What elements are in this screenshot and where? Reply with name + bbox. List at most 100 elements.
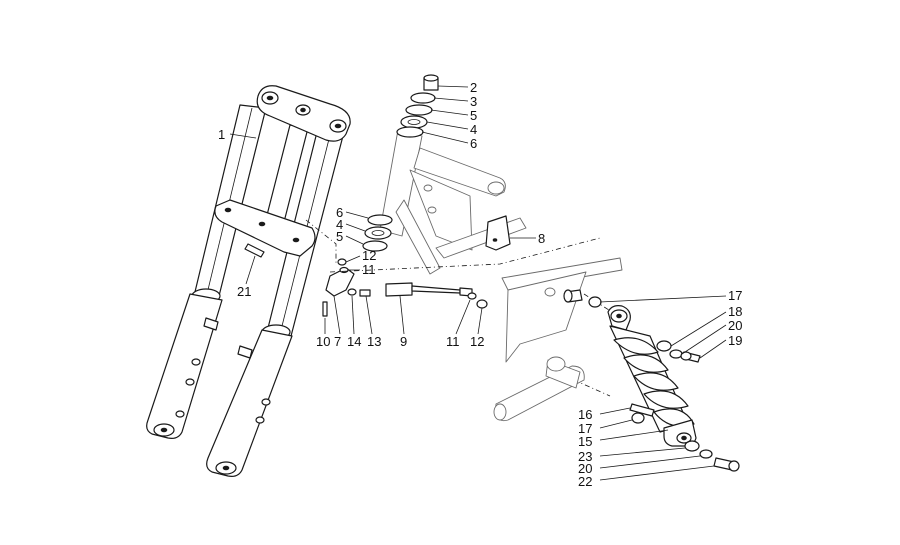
callout-10: 10 <box>316 334 330 349</box>
leader-12b <box>477 307 483 335</box>
callout-12-upper: 12 <box>362 248 376 263</box>
leader-3 <box>433 97 469 102</box>
shock-spring-coil-2 <box>623 354 669 373</box>
callout-1: 1 <box>218 127 225 142</box>
callout-9: 9 <box>400 334 407 349</box>
leader-5b <box>345 235 364 245</box>
fork-bottom-clamp-hole-1 <box>224 207 232 213</box>
callout-2: 2 <box>470 80 477 95</box>
part-8-bracket-hole <box>492 238 498 242</box>
leader-13 <box>365 295 373 335</box>
part-4-bearing-lower-inner <box>371 230 385 236</box>
callout-6-lower: 6 <box>336 205 343 220</box>
callout-20-top: 20 <box>728 318 742 333</box>
leader-7 <box>333 295 341 335</box>
callout-19: 19 <box>728 333 742 348</box>
frame-down-tube <box>395 199 441 275</box>
rear-frame-hole <box>544 287 556 297</box>
leader-21 <box>245 255 256 285</box>
frame-ghost <box>379 129 527 275</box>
part-15-shock-absorber <box>607 305 697 447</box>
leader-12a <box>345 255 361 263</box>
part-20-washer-top <box>669 349 683 359</box>
part-23-washer <box>684 440 700 452</box>
callout-5-upper: 5 <box>470 108 477 123</box>
part-8-damper-bracket <box>485 215 511 251</box>
part-17-washer-top <box>588 296 602 308</box>
part-19-bolt-head <box>680 351 692 361</box>
assembly-line-stem <box>305 219 337 264</box>
callout-22: 22 <box>578 474 592 489</box>
shock-spring-coil-4 <box>643 390 689 409</box>
leader-6a <box>421 131 469 144</box>
callout-23: 23 <box>578 449 592 464</box>
leader-2 <box>437 85 469 88</box>
callout-17-top: 17 <box>728 288 742 303</box>
callout-15: 15 <box>578 434 592 449</box>
part-9-damper-body <box>385 282 413 297</box>
callout-6-upper: 6 <box>470 136 477 151</box>
leader-20b <box>599 455 701 469</box>
leader-4a <box>426 121 469 130</box>
leader-6b <box>345 211 369 219</box>
callout-8: 8 <box>538 231 545 246</box>
leader-22 <box>599 465 715 481</box>
part-12-nut-upper <box>337 258 347 266</box>
part-14-washer <box>347 288 357 296</box>
fork-bottom-clamp-hole-3 <box>292 237 300 243</box>
leader-23 <box>599 447 686 457</box>
fork-caliper-boss-left-3 <box>175 410 185 418</box>
frame-mount-hole-2 <box>427 206 437 214</box>
part-21-pin <box>244 243 265 258</box>
fork-caliper-boss-left-1 <box>191 358 201 366</box>
part-18-washer <box>656 340 672 352</box>
shock-bottom-bushing-hole <box>681 435 687 441</box>
frame-mount-hole-1 <box>423 184 433 192</box>
leader-20a <box>681 324 727 355</box>
fork-fender-mount-right <box>237 345 253 359</box>
rear-swingarm-end <box>493 403 507 421</box>
steering-damper-group <box>322 258 488 317</box>
fork-slider-left <box>146 293 223 439</box>
leader-17a <box>599 295 727 303</box>
fork-slider-right <box>206 329 293 477</box>
upper-bearing-stack <box>396 74 439 138</box>
leader-18 <box>670 311 727 347</box>
part-10-screw <box>322 301 328 317</box>
fork-top-clamp-hole-mid <box>300 107 306 113</box>
part-22-bolt-head <box>728 460 740 472</box>
rear-swingarm-pivot <box>546 356 566 372</box>
fork-top-clamp-hole-right <box>334 123 342 129</box>
callout-labels: 1 2 3 5 4 6 6 4 5 8 12 11 21 10 7 14 13 … <box>218 80 742 489</box>
leader-9 <box>399 295 405 335</box>
leader-14 <box>351 295 355 335</box>
fork-axle-hole-left <box>160 427 168 433</box>
frame-tube-end <box>487 181 505 195</box>
part-6-race-lower <box>367 214 393 226</box>
part-11-washer-upper <box>339 266 349 274</box>
callout-7: 7 <box>334 334 341 349</box>
callout-3: 3 <box>470 94 477 109</box>
part-5-washer-upper <box>405 104 433 116</box>
frame-top-tube <box>413 147 506 197</box>
callout-17-bottom: 17 <box>578 421 592 436</box>
callout-11-upper: 11 <box>362 262 376 277</box>
part-16-bolt <box>629 403 655 417</box>
part-4-bearing-upper <box>400 115 428 129</box>
assembly-line-damper <box>329 237 601 273</box>
fork-top-clamp-hole-left <box>266 95 274 101</box>
rear-fasteners <box>563 289 740 472</box>
rear-frame-rail <box>501 257 623 291</box>
callout-4-upper: 4 <box>470 122 477 137</box>
fork-caliper-boss-right-1 <box>261 398 271 406</box>
leader-19 <box>699 339 727 359</box>
part-6-race-upper <box>396 126 424 138</box>
shock-top-bushing-hole <box>616 313 622 319</box>
part-2-cap-top <box>423 74 439 82</box>
part-3-ring <box>410 92 436 104</box>
callout-13: 13 <box>367 334 381 349</box>
part-17-washer-bottom <box>631 412 645 424</box>
front-fork-assembly <box>146 85 351 477</box>
